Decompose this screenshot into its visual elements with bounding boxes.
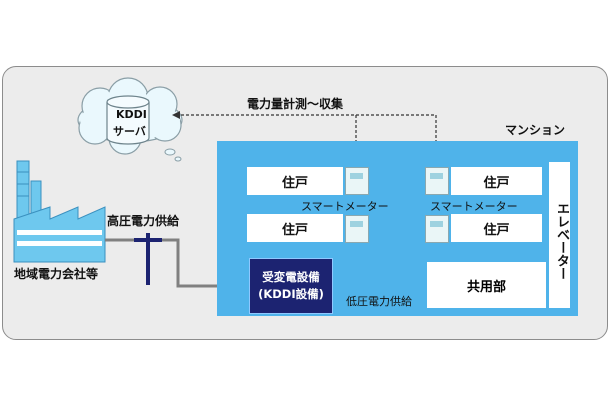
smart-meter-icon xyxy=(425,167,449,195)
smart-meter-label-left: スマートメーター xyxy=(301,200,389,213)
smart-meter-icon xyxy=(345,167,369,195)
residence-unit-bottom-left: 住戸 xyxy=(247,214,343,242)
substation-owner: (KDDI設備) xyxy=(258,287,324,301)
smart-meter-label-right: スマートメーター xyxy=(430,200,518,213)
mansion-label: マンション xyxy=(505,123,566,137)
substation-box: 受変電設備 (KDDI設備) xyxy=(249,258,333,314)
utility-pole-icon xyxy=(134,233,162,285)
residence-unit-top-left: 住戸 xyxy=(247,167,343,195)
power-company-label: 地域電力会社等 xyxy=(14,267,99,281)
server-label-line1: KDDI xyxy=(116,108,147,121)
elevator: エレベーター xyxy=(549,162,570,308)
residence-unit-top-right: 住戸 xyxy=(451,167,542,195)
common-area: 共用部 xyxy=(427,262,546,308)
elevator-label: エレベーター xyxy=(554,202,569,280)
server-label-line2: サーバ xyxy=(113,125,146,138)
database-icon xyxy=(106,95,150,145)
residence-unit-bottom-right: 住戸 xyxy=(451,214,542,242)
low-voltage-label: 低圧電力供給 xyxy=(346,295,412,308)
measurement-label: 電力量計測～収集 xyxy=(247,97,344,111)
smart-meter-icon xyxy=(425,215,449,243)
smart-meter-icon xyxy=(345,215,369,243)
substation-label: 受変電設備 xyxy=(262,270,320,284)
power-plant-icon xyxy=(13,160,106,263)
high-voltage-label: 高圧電力供給 xyxy=(107,214,180,228)
arrow-head xyxy=(172,111,180,119)
